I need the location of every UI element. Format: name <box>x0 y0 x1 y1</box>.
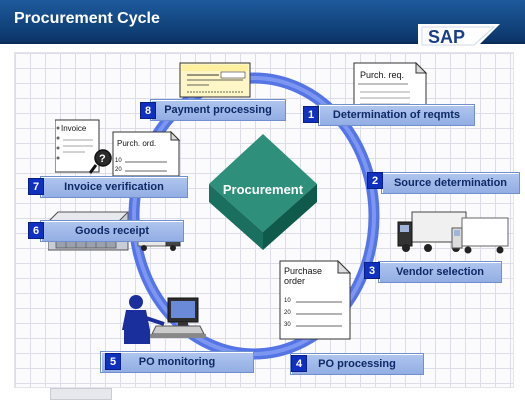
step-number-6: 6 <box>28 222 44 239</box>
step-2-source-determination: Source determination <box>381 172 520 194</box>
footer-thumbnail <box>50 388 112 400</box>
small-po-line-10: 10 <box>115 158 122 164</box>
step-label: Invoice verification <box>64 181 164 193</box>
po-title-line2: order <box>284 276 305 286</box>
step-label: PO processing <box>318 358 396 370</box>
procurement-diamond <box>209 134 317 250</box>
step-6-goods-receipt: Goods receipt <box>40 220 184 242</box>
invoice-title: Invoice <box>61 124 87 133</box>
small-po-title: Purch. ord. <box>117 139 156 148</box>
step-8-payment-processing: Payment processing <box>150 99 286 121</box>
step-number-2: 2 <box>367 172 383 189</box>
step-7-invoice-verification: Invoice verification <box>40 176 188 198</box>
po-line-10: 10 <box>284 298 291 304</box>
po-line-20: 20 <box>284 310 291 316</box>
header-bar: Procurement Cycle SAP <box>0 0 525 48</box>
step-number-5: 5 <box>105 353 121 370</box>
trucks-icon <box>397 211 509 254</box>
invoice-magnifier-icon: Invoice Purch. ord. 10 20 ? <box>55 119 181 177</box>
step-label: Determination of reqmts <box>332 109 461 121</box>
step-1-determination-of-reqmts: Determination of reqmts <box>318 104 475 126</box>
step-number-3: 3 <box>364 262 380 279</box>
center-label: Procurement <box>222 182 304 197</box>
sap-logo-icon: SAP <box>418 24 500 48</box>
step-number-8: 8 <box>140 102 156 119</box>
step-4-po-processing: PO processing <box>290 353 424 375</box>
step-5-po-monitoring: PO monitoring <box>100 351 254 373</box>
step-label: Payment processing <box>164 104 272 116</box>
step-label: Goods receipt <box>75 225 149 237</box>
step-number-4: 4 <box>291 355 307 372</box>
purchase-order-document-icon: Purchase order 10 20 30 <box>279 260 352 340</box>
computer-user-icon <box>122 295 206 344</box>
po-line-30: 30 <box>284 322 291 328</box>
requisition-title: Purch. req. <box>360 70 404 80</box>
step-label: Source determination <box>393 177 508 189</box>
po-title-line1: Purchase <box>284 266 322 276</box>
slide-title: Procurement Cycle <box>14 10 160 27</box>
step-number-7: 7 <box>28 178 44 195</box>
step-number-1: 1 <box>303 106 319 123</box>
requisition-document-icon: Purch. req. <box>353 62 428 110</box>
small-po-line-20: 20 <box>115 167 122 173</box>
svg-text:?: ? <box>99 153 106 165</box>
step-label: Vendor selection <box>395 266 485 278</box>
sap-logo-text: SAP <box>428 27 465 47</box>
payment-document-icon <box>179 62 251 98</box>
step-label: PO monitoring <box>138 356 216 368</box>
step-3-vendor-selection: Vendor selection <box>378 261 502 283</box>
